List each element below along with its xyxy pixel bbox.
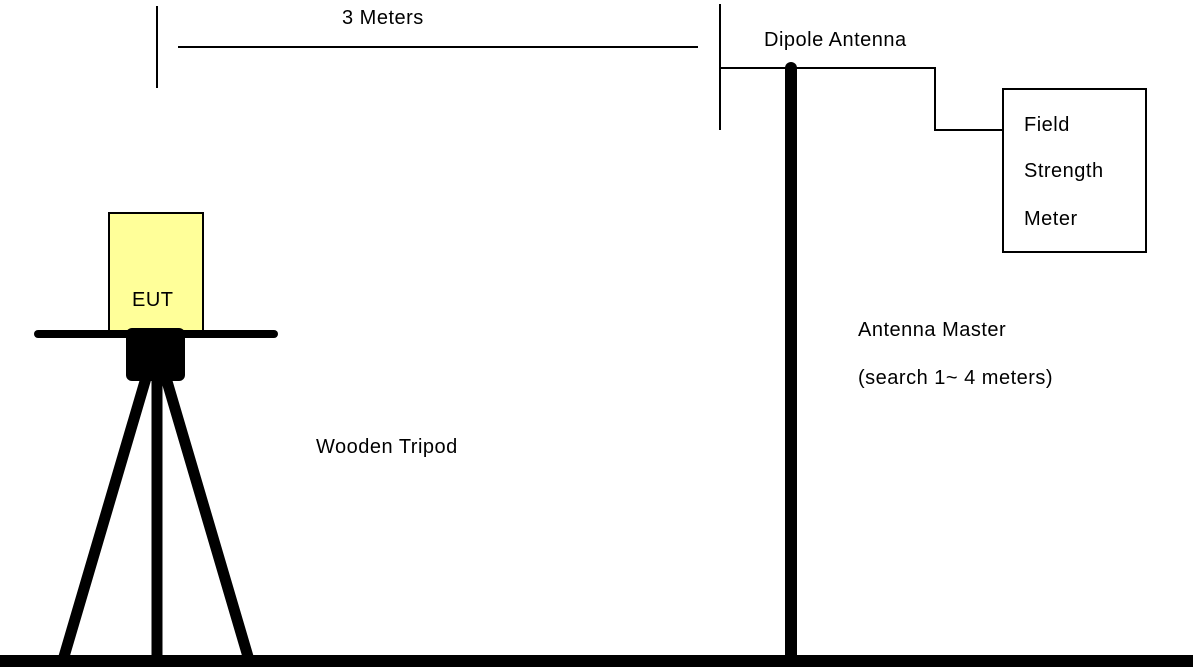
tripod-label: Wooden Tripod [316,436,458,458]
antenna-mast-label-line2: (search 1~ 4 meters) [858,367,1053,389]
meter-label-line1: Field [1024,114,1070,136]
meter-label-line2: Strength [1024,160,1104,182]
tripod-right-leg [160,376,255,662]
tripod-head [126,328,185,381]
antenna-mast-label-line1: Antenna Master [858,319,1006,341]
field-strength-meter-box [1002,88,1147,253]
distance-label: 3 Meters [342,7,424,29]
meter-label-line3: Meter [1024,208,1078,230]
eut-label: EUT [132,289,174,311]
dipole-antenna-label: Dipole Antenna [764,29,907,51]
tripod-left-leg [57,376,152,662]
antenna-cable [720,67,1003,131]
eut-box [108,212,204,332]
